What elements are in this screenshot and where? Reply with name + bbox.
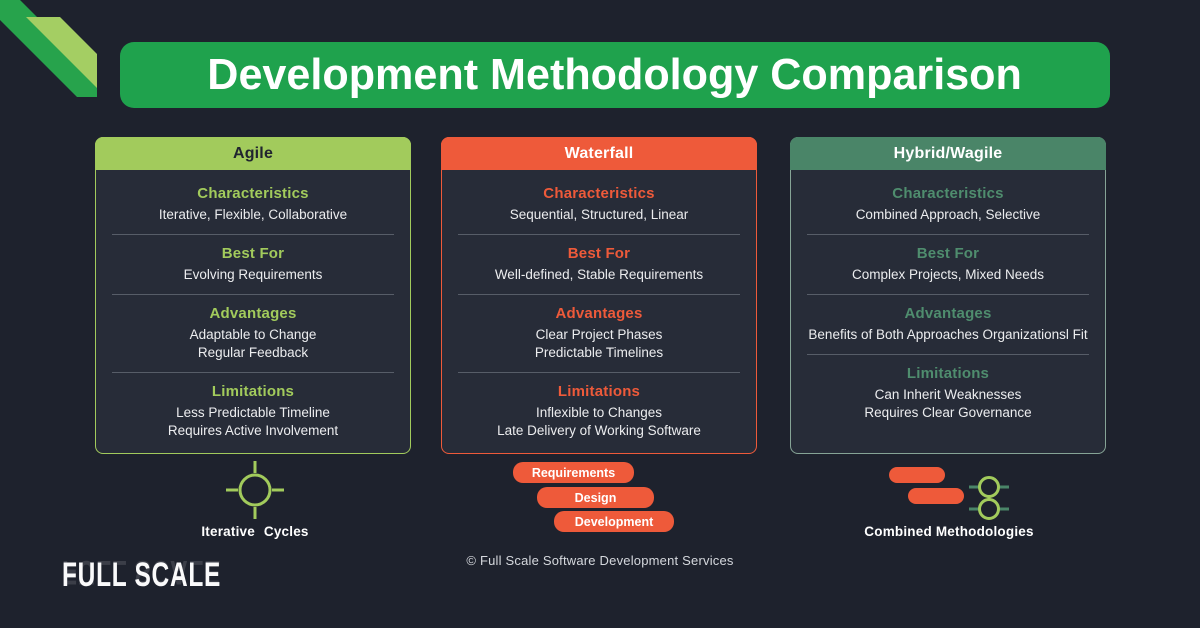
section-heading: Limitations xyxy=(557,383,641,400)
section-heading: Advantages xyxy=(904,305,992,322)
combined-bar-bottom xyxy=(908,488,964,504)
section-divider xyxy=(112,294,394,295)
section-line: Clear Project Phases xyxy=(535,327,663,342)
section-line: Requires Clear Governance xyxy=(864,405,1032,420)
section-heading: Best For xyxy=(916,245,980,262)
section-line: Combined Approach, Selective xyxy=(855,207,1041,222)
hybrid-card-header: Hybrid/Wagile xyxy=(790,137,1106,170)
iterative-cycles-label: Iterative Cycles xyxy=(201,524,309,539)
copyright-text: © Full Scale Software Development Servic… xyxy=(466,553,734,568)
section-divider xyxy=(458,234,740,235)
section-heading: Characteristics xyxy=(892,185,1004,202)
section-line: Evolving Requirements xyxy=(183,267,323,282)
page-title: Development Methodology Comparison xyxy=(207,50,1023,99)
section-heading: Characteristics xyxy=(543,185,655,202)
section-divider xyxy=(458,294,740,295)
waterfall-card-header: Waterfall xyxy=(441,137,757,170)
full-scale-logo: FULL SCALE xyxy=(62,556,222,594)
section-heading: Characteristics xyxy=(197,185,309,202)
hybrid-card-body: Characteristics Combined Approach, Selec… xyxy=(791,170,1105,422)
corner-ribbon-icon xyxy=(0,0,97,97)
full-scale-logo-reflection: FULL SCALE xyxy=(62,553,222,591)
section-line: Inflexible to Changes xyxy=(535,405,663,420)
hybrid-card: Hybrid/Wagile Characteristics Combined A… xyxy=(790,137,1106,454)
waterfall-step-development: Development xyxy=(554,511,674,532)
section-divider xyxy=(807,234,1089,235)
section-heading: Advantages xyxy=(555,305,643,322)
section-line: Requires Active Involvement xyxy=(167,423,339,438)
agile-card: Agile Characteristics Iterative, Flexibl… xyxy=(95,137,411,454)
linked-nodes-icon xyxy=(969,476,1009,520)
agile-card-body: Characteristics Iterative, Flexible, Col… xyxy=(96,170,410,440)
section-line: Can Inherit Weaknesses xyxy=(874,387,1022,402)
section-line: Less Predictable Timeline xyxy=(176,405,330,420)
crosshair-cycle-icon xyxy=(226,461,284,519)
section-line: Well-defined, Stable Requirements xyxy=(494,267,704,282)
waterfall-card-body: Characteristics Sequential, Structured, … xyxy=(442,170,756,440)
agile-card-header: Agile xyxy=(95,137,411,170)
section-heading: Limitations xyxy=(906,365,990,382)
section-heading: Advantages xyxy=(209,305,297,322)
waterfall-card: Waterfall Characteristics Sequential, St… xyxy=(441,137,757,454)
section-line: Iterative, Flexible, Collaborative xyxy=(158,207,348,222)
section-line: Adaptable to Change xyxy=(189,327,317,342)
section-divider xyxy=(807,354,1089,355)
section-divider xyxy=(112,234,394,235)
waterfall-step-requirements: Requirements xyxy=(513,462,634,483)
section-line: Complex Projects, Mixed Needs xyxy=(851,267,1045,282)
section-divider xyxy=(458,372,740,373)
section-line: Regular Feedback xyxy=(197,345,309,360)
section-line: Benefits of Both Approaches Organization… xyxy=(808,327,1088,342)
combined-methodologies-label: Combined Methodologies xyxy=(864,524,1034,539)
section-heading: Limitations xyxy=(211,383,295,400)
combined-bar-top xyxy=(889,467,945,483)
waterfall-step-design: Design xyxy=(537,487,654,508)
title-banner: Development Methodology Comparison xyxy=(120,42,1110,108)
section-line: Sequential, Structured, Linear xyxy=(509,207,689,222)
section-heading: Best For xyxy=(567,245,631,262)
section-divider xyxy=(807,294,1089,295)
section-heading: Best For xyxy=(221,245,285,262)
section-divider xyxy=(112,372,394,373)
section-line: Predictable Timelines xyxy=(534,345,664,360)
section-line: Late Delivery of Working Software xyxy=(497,423,701,438)
